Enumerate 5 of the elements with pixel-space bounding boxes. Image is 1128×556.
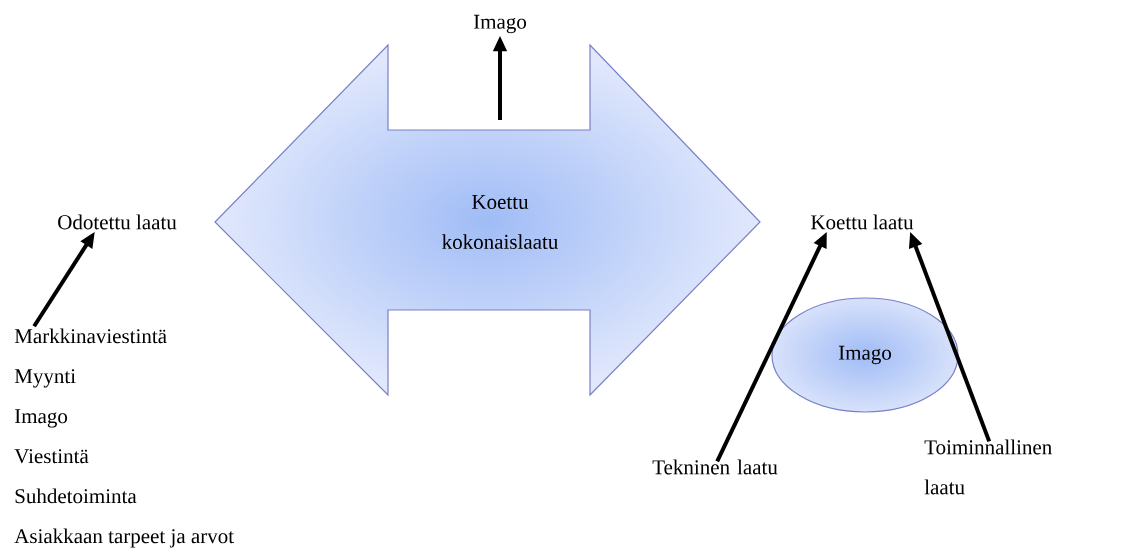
text-label: Koettu laatu (811, 214, 914, 230)
text-label: Imago (473, 14, 527, 34)
text-label: Toiminnallinen laatu (924, 439, 1052, 495)
text-label: Odotettu laatu (58, 214, 177, 230)
text-label: Tekninen laatu (652, 459, 778, 475)
